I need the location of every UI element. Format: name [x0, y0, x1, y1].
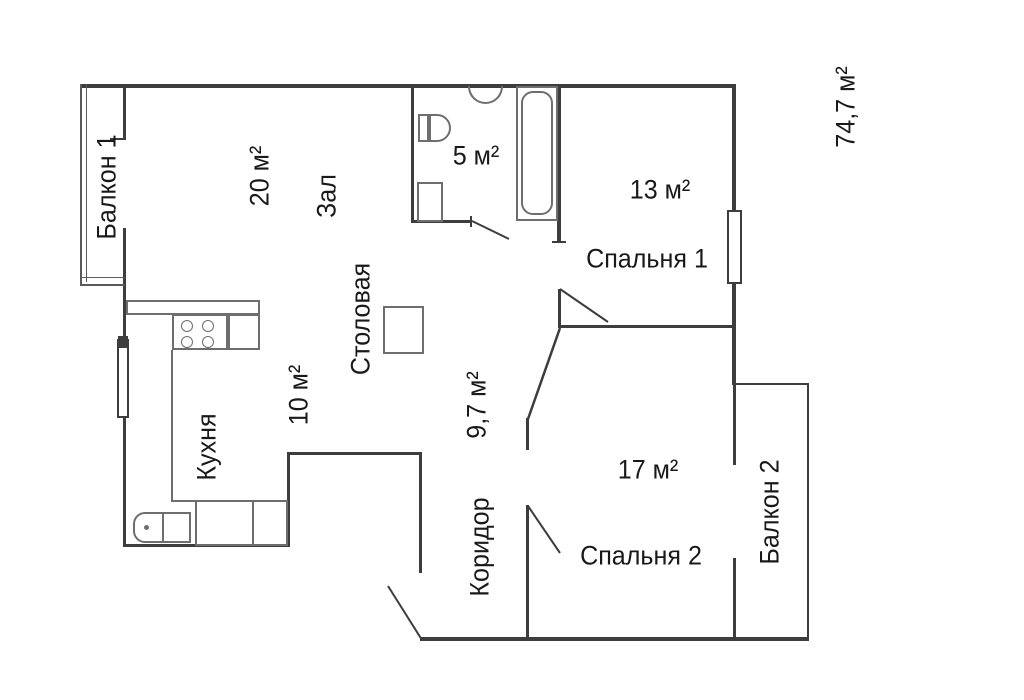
wall-bedroom2-west-lower: [526, 505, 529, 638]
kitchen-window-cap: [118, 336, 128, 348]
room-label-kitchen: Кухня: [191, 413, 222, 481]
kitchen-window: [117, 339, 129, 418]
wall-bedroom1-south: [558, 325, 736, 328]
area-label-bathroom: 5 м²: [452, 140, 500, 171]
bathroom-door-jamb-tick: [470, 216, 472, 227]
kitchen-counter-bottom: [195, 500, 288, 546]
wall-corridor-left: [419, 452, 422, 573]
kitchen-cabinet: [228, 314, 260, 350]
room-label-hall: Зал: [311, 174, 342, 218]
kitchen-counter-back: [126, 300, 260, 315]
room-label-bedroom1: Спальня 1: [586, 243, 708, 274]
kitchen-counter-edge-horizontal: [171, 500, 197, 502]
wall-balcony2-top: [733, 383, 809, 385]
stove-burner: [181, 336, 193, 348]
wall-bedroom2-west-upper: [526, 418, 529, 450]
wall-kitchen-corridor: [287, 452, 422, 455]
bedroom1-door-leaf: [559, 288, 609, 323]
kitchen-counter-divider: [252, 500, 254, 546]
kitchen-counter-edge-vertical: [171, 350, 173, 502]
area-label-bedroom1: 13 м²: [629, 174, 691, 205]
area-label-corridor: 9,7 м²: [461, 371, 492, 439]
room-label-balcony1: Балкон 1: [91, 134, 122, 240]
toilet-bowl: [429, 114, 451, 142]
wall-top: [80, 84, 736, 88]
total-area-label: 74,7 м²: [830, 66, 861, 148]
wall-bathroom-left: [411, 84, 414, 223]
balcony1-door-jamb-tick: [110, 138, 125, 140]
wall-bedroom2-balcony-lower: [733, 558, 736, 638]
stove-burner: [202, 336, 214, 348]
room-label-dining: Столовая: [345, 262, 376, 376]
wall-right-upper: [732, 84, 736, 212]
balcony1-outer-wall: [80, 84, 82, 286]
entry-door-leaf: [387, 585, 423, 641]
balcony1-bottom-line: [80, 277, 125, 278]
wall-bedroom1-stub: [558, 289, 561, 328]
kitchen-sink-divider: [162, 512, 164, 543]
washing-machine: [417, 182, 443, 222]
stove: [172, 314, 228, 350]
bedroom1-window: [727, 210, 742, 284]
wall-bottom: [420, 637, 809, 641]
balcony1-inner-line: [86, 84, 87, 282]
bedroom2-door-leaf: [527, 505, 561, 554]
bedroom1-door-jamb-tick: [552, 241, 566, 243]
stove-burner: [181, 320, 193, 332]
room-label-corridor: Коридор: [464, 497, 495, 597]
wall-balcony2-right: [807, 383, 809, 640]
wall-bathroom-bedroom1: [557, 84, 561, 243]
bathroom-sink: [468, 86, 503, 104]
wall-right-mid: [732, 282, 736, 385]
balcony1-bottom-wall: [80, 284, 125, 286]
wall-kitchen-right: [287, 452, 290, 547]
bathtub-frame: [516, 86, 558, 221]
wall-left-upper: [123, 84, 126, 140]
chamfer-wall: [526, 327, 562, 420]
area-label-bedroom2: 17 м²: [617, 454, 679, 485]
bathroom-door-leaf: [471, 220, 510, 240]
room-label-balcony2: Балкон 2: [754, 459, 785, 565]
toilet-tank: [418, 114, 429, 142]
kitchen-faucet-dot: [144, 525, 149, 530]
wall-bedroom2-balcony-upper: [733, 385, 736, 465]
bathtub: [521, 91, 553, 215]
stove-burner: [202, 320, 214, 332]
dining-table: [383, 306, 424, 354]
room-label-bedroom2: Спальня 2: [580, 540, 702, 571]
area-label-kitchen: 10 м²: [283, 364, 314, 426]
area-label-hall: 20 м²: [244, 145, 275, 207]
